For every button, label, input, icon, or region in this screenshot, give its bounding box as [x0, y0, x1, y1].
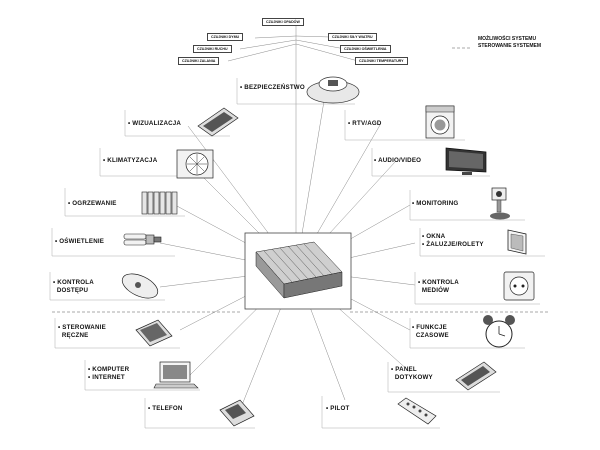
node-rtv-agd-label: • RTV/AGD	[348, 120, 382, 127]
camera-icon	[490, 187, 510, 220]
sensor-label-temperature: CZUJNIKI TEMPERATURY	[355, 57, 408, 65]
touch-panel-icon	[455, 361, 497, 391]
legend-control: STEROWANIE SYSTEMEM	[478, 43, 542, 49]
node-monitoring-label: • MONITORING	[412, 200, 459, 207]
node-visualization-label: • WIZUALIZACJA	[128, 120, 182, 127]
washing-machine-icon	[425, 105, 455, 139]
sensor-label-light: CZUJNIKI OŚWIETLENIA	[340, 45, 391, 53]
phone-icon	[219, 399, 255, 427]
socket-icon	[503, 271, 535, 301]
window-icon	[507, 229, 527, 255]
node-lighting-label: • OŚWIETLENIE	[55, 238, 105, 245]
radiator-icon	[141, 191, 178, 215]
laptop-icon	[153, 361, 199, 389]
sensor-label-wind: CZUJNIKI SIŁY WIATRU	[328, 33, 377, 41]
node-access-control-label: • KONTROLA DOSTĘPU	[53, 279, 94, 294]
node-air-conditioning-label: • KLIMATYZACJA	[103, 157, 158, 164]
air-conditioner-icon	[176, 149, 214, 179]
tv-icon	[445, 147, 487, 175]
wall-switch-icon	[135, 319, 173, 347]
node-audio-video-label: • AUDIO/VIDEO	[374, 157, 422, 164]
node-heating-label: • OGRZEWANIE	[68, 200, 117, 207]
sensor-label-rain: CZUJNIKI OPADÓW	[262, 18, 304, 26]
remote-control-icon	[397, 397, 437, 425]
legend: MOŻLIWOŚCI SYSTEMU STEROWANIE SYSTEMEM	[478, 36, 541, 50]
legend-capabilities: MOŻLIWOŚCI SYSTEMU	[478, 36, 537, 42]
node-manual-control-label: • STEROWANIE RĘCZNE	[58, 324, 106, 339]
node-timer-functions-label: • FUNKCJE CZASOWE	[412, 324, 449, 339]
node-computer-label: • KOMPUTER• INTERNET	[88, 366, 130, 381]
key-fob-icon	[121, 273, 159, 299]
node-media-control-label: • KONTROLA MEDIÓW	[418, 279, 459, 294]
node-windows-blinds-label: • OKNA• ŻALUZJE/ROLETY	[422, 233, 484, 248]
sensor-label-flood: CZUJNIKI ZALANIA	[178, 57, 220, 65]
node-phone-label: • TELEFON	[148, 405, 183, 412]
node-touch-panel-label: • PANEL DOTYKOWY	[391, 366, 433, 381]
sensor-label-smoke: CZUJNIKI DYMU	[207, 33, 244, 41]
central-controller-icon	[244, 232, 352, 310]
node-remote-label: • PILOT	[326, 405, 350, 412]
sensor-label-motion: CZUJNIKI RUCHU	[193, 45, 232, 53]
tablet-icon	[197, 107, 239, 137]
light-bulb-icon	[123, 233, 162, 246]
alarm-clock-icon	[483, 315, 515, 348]
node-security-label: • BEZPIECZEŃSTWO	[240, 84, 305, 91]
smoke-detector-icon	[306, 76, 360, 104]
